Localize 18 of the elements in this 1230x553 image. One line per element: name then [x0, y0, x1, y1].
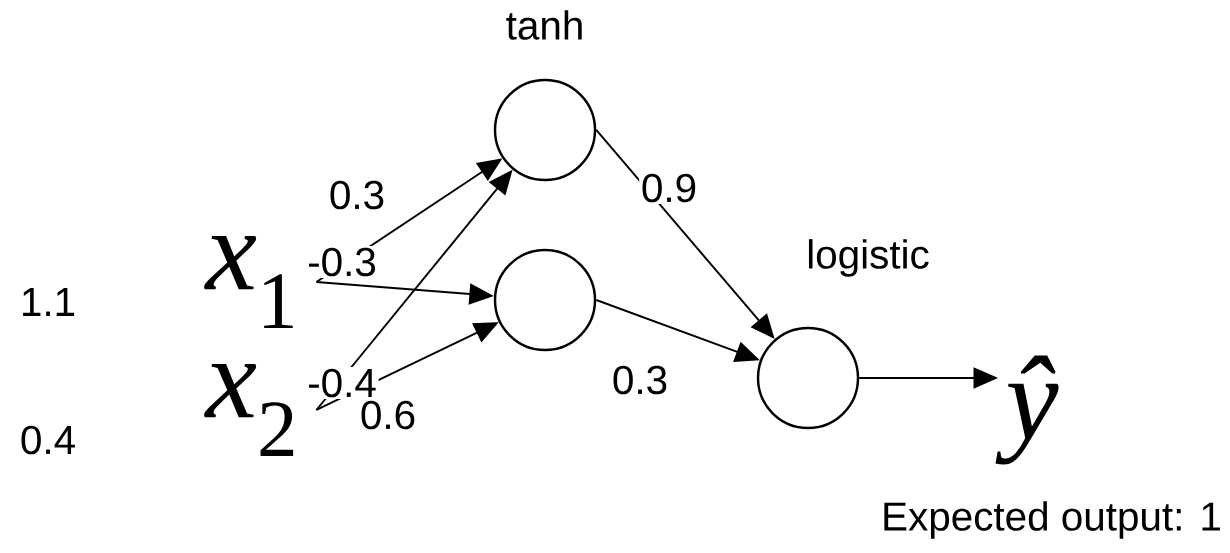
- neuron-circle: [756, 326, 860, 430]
- input-symbol: x$_{2}$: [204, 364, 294, 456]
- neuron-circle: [493, 248, 597, 352]
- expected-output-label: Expected output: 1: [884, 501, 1220, 539]
- edge-label: -0.3: [305, 245, 379, 279]
- activation-label: tanh: [506, 10, 582, 40]
- edge-label: 0.9: [639, 171, 699, 205]
- edge-label: 0.3: [327, 178, 387, 212]
- activation-label: logistic: [808, 239, 929, 277]
- edge-label: 0.6: [358, 398, 418, 432]
- edge-label: 0.3: [610, 363, 670, 397]
- arrow: [595, 129, 775, 339]
- input-value: 0.4: [21, 425, 75, 455]
- edge-label: -0.4: [305, 366, 379, 400]
- input-value: 1.1: [23, 288, 75, 316]
- input-symbol: x$_{1}$: [204, 236, 293, 328]
- output-symbol: ŷ: [995, 355, 1059, 465]
- neuron-circle: [493, 78, 597, 182]
